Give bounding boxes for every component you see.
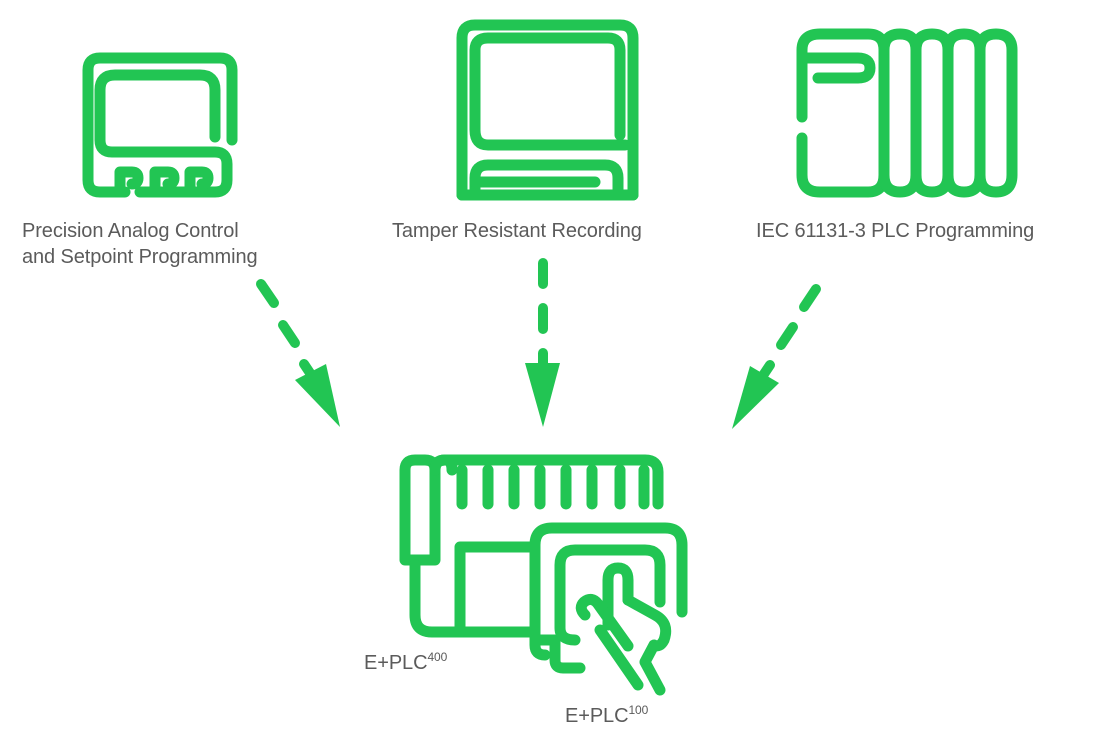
target-label-eplc100: E+PLC100 <box>565 703 648 729</box>
target-label-eplc400-sup: 400 <box>427 650 448 664</box>
arrow-dash <box>776 322 798 350</box>
target-label-eplc400: E+PLC400 <box>364 650 447 676</box>
recorder-monitor-icon <box>456 19 639 201</box>
arrow-dash <box>299 359 315 378</box>
arrow-dash <box>278 320 300 348</box>
arrow-plc-to-target <box>732 284 821 429</box>
plc-rack-icon <box>796 28 1018 198</box>
source-label-analog-line-1: Precision Analog Control <box>22 220 239 242</box>
arrow-head <box>525 363 560 427</box>
arrow-dash <box>256 279 279 308</box>
source-label-analog: Precision Analog Control and Setpoint Pr… <box>22 218 258 270</box>
arrow-recording-to-target <box>525 258 560 427</box>
arrow-dash <box>759 360 775 379</box>
arrow-head <box>295 364 340 427</box>
target-label-eplc100-sup: 100 <box>628 703 649 717</box>
target-label-eplc400-base: E+PLC <box>364 652 428 674</box>
arrow-dash <box>799 284 821 312</box>
arrow-analog-to-target <box>256 279 340 427</box>
eplc-device-touchscreen-icon <box>399 454 688 696</box>
arrow-head <box>732 366 779 429</box>
panel-controller-icon <box>82 52 238 198</box>
source-label-recording: Tamper Resistant Recording <box>392 218 642 244</box>
source-label-plc: IEC 61131-3 PLC Programming <box>756 218 1034 244</box>
source-label-plc-line-1: IEC 61131-3 PLC Programming <box>756 220 1035 242</box>
source-label-analog-line-2: and Setpoint Programming <box>22 246 258 268</box>
source-label-recording-line-1: Tamper Resistant Recording <box>392 220 642 242</box>
target-label-eplc100-base: E+PLC <box>565 705 629 727</box>
